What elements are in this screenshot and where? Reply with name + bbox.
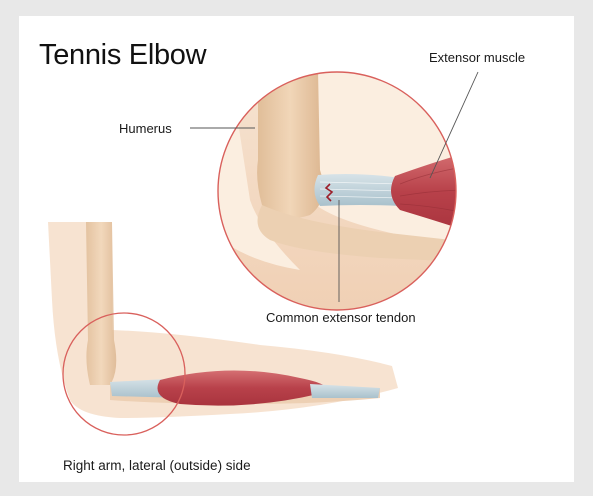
humerus-bone — [257, 72, 324, 219]
magnify-circle-small — [62, 312, 186, 436]
tear-mark — [324, 183, 334, 202]
full-arm-drawing — [48, 222, 398, 436]
forearm-bone-magnified — [257, 205, 456, 262]
extensor-muscle-label: Extensor muscle — [429, 50, 526, 65]
arm-silhouette — [48, 222, 398, 418]
common-extensor-tendon-label: Common extensor tendon — [266, 310, 416, 325]
magnify-circle-large — [217, 71, 457, 311]
page-title: Tennis Elbow — [39, 39, 207, 71]
arm-muscle — [157, 370, 326, 406]
extensor-leader-line — [429, 71, 479, 179]
magnified-elbow — [217, 71, 457, 311]
arm-muscle-end-tendon — [310, 384, 380, 398]
caption: Right arm, lateral (outside) side — [63, 458, 251, 473]
humerus-label: Humerus — [119, 121, 172, 136]
upper-arm-bone — [86, 222, 117, 385]
